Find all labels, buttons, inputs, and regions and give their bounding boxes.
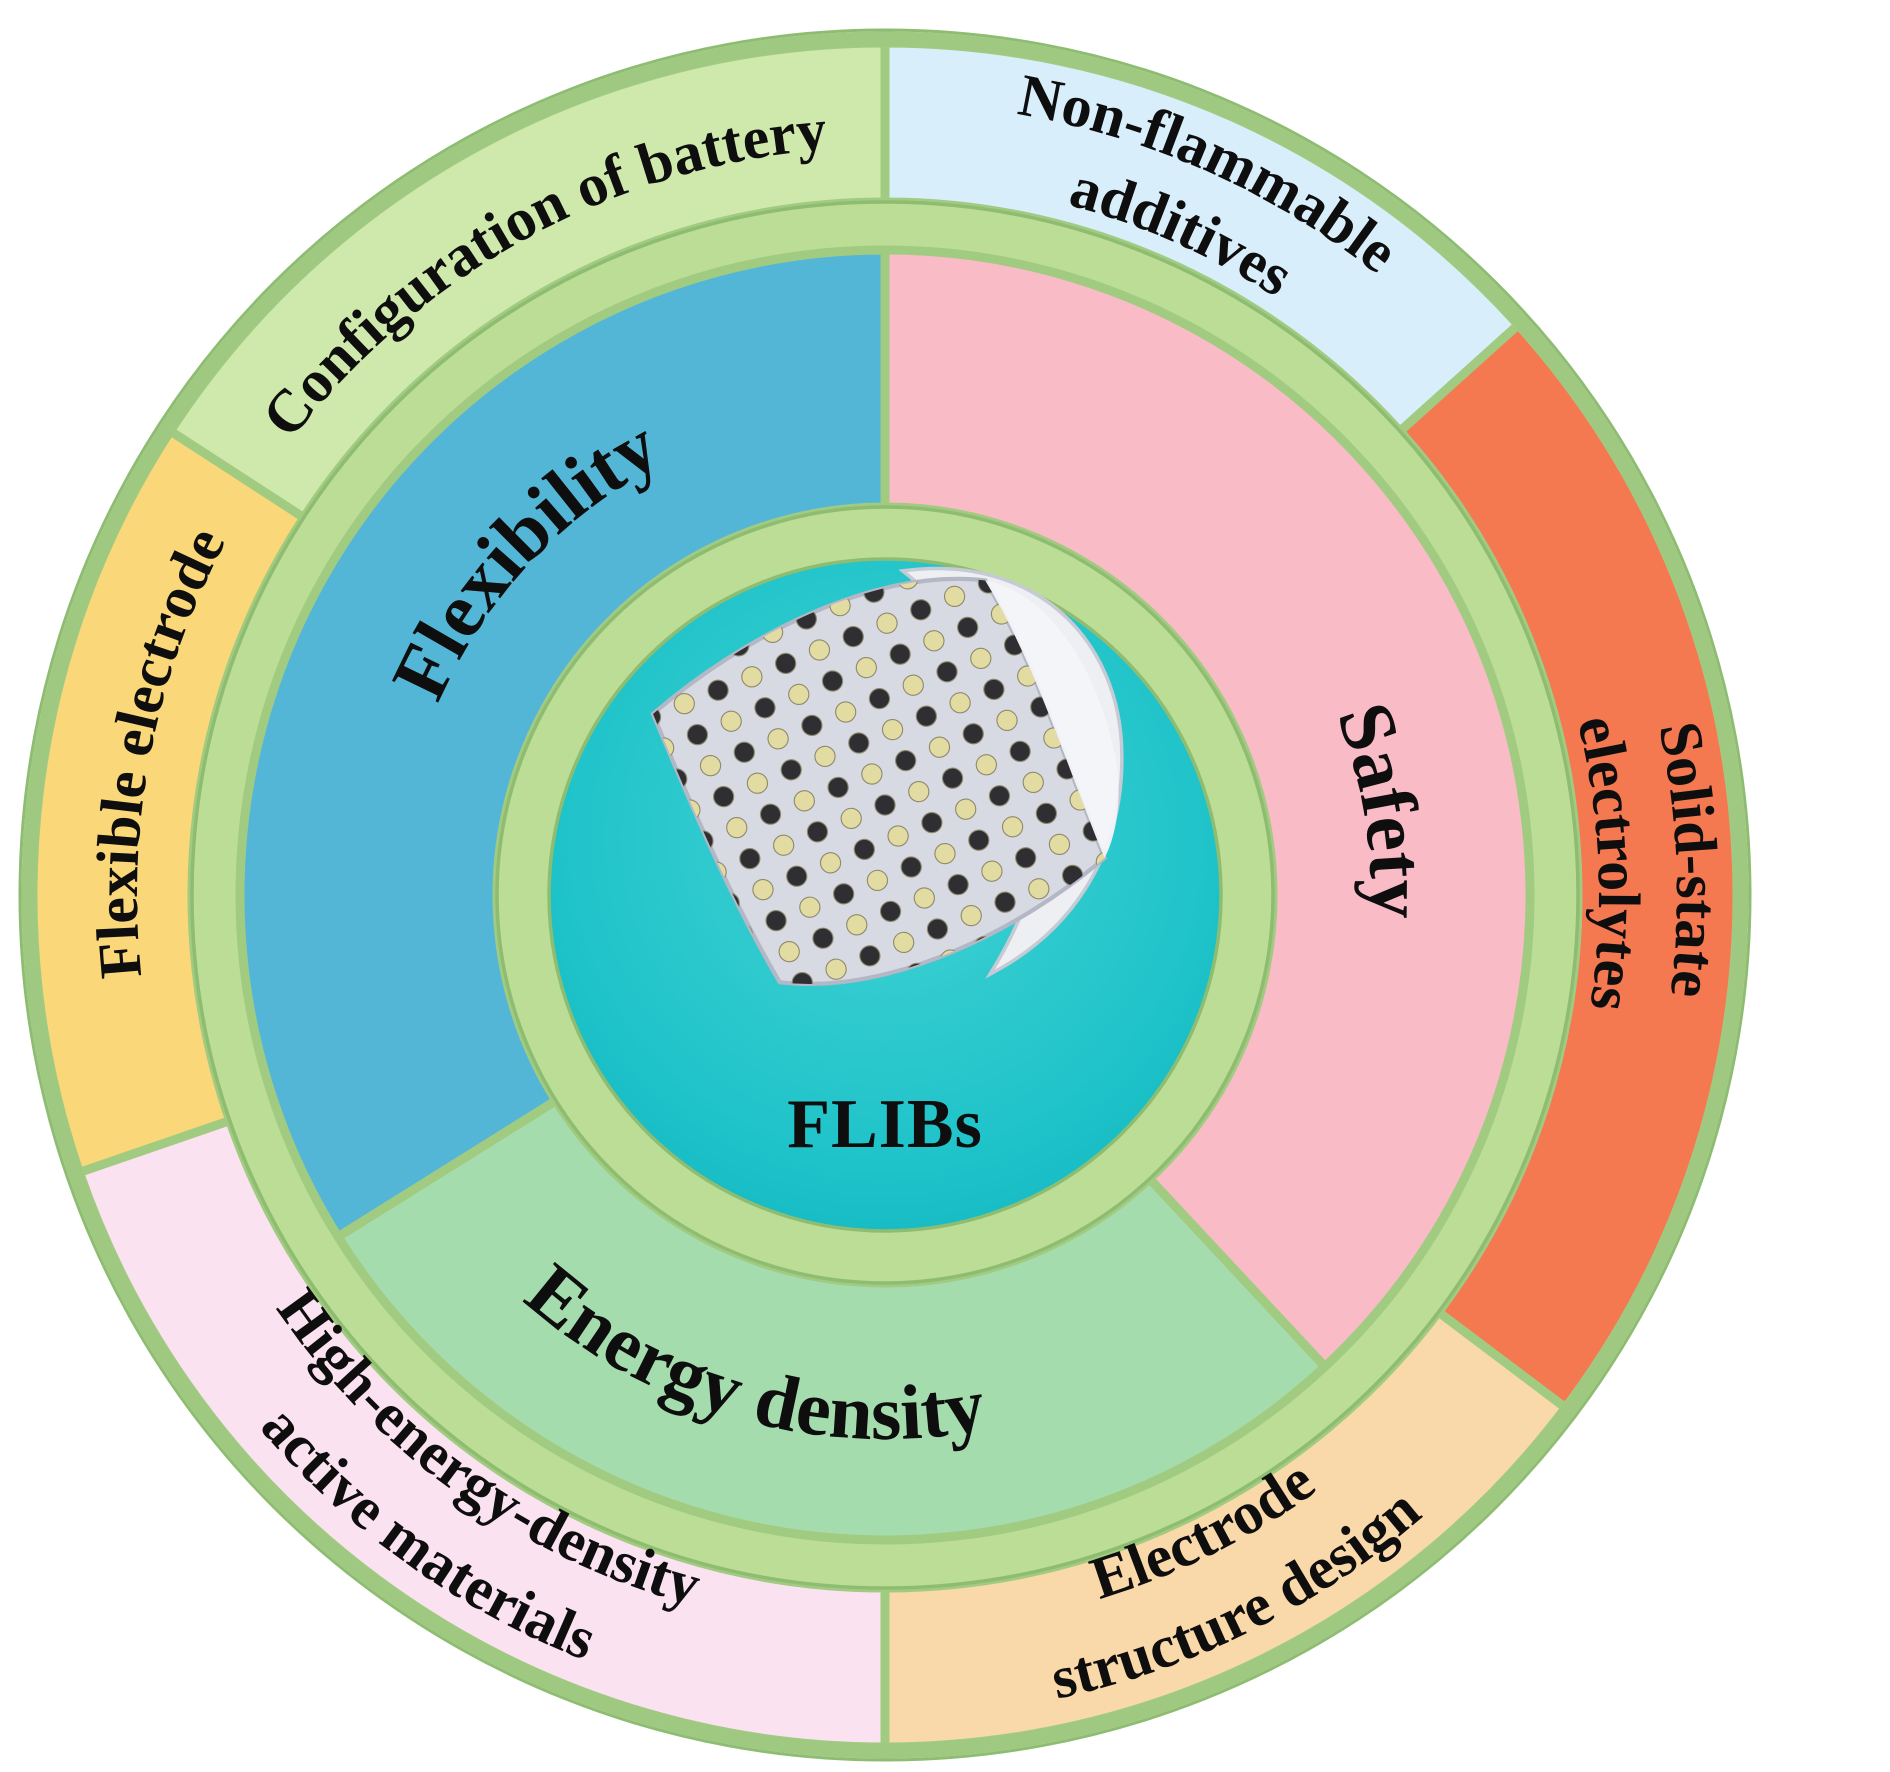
center-ring — [496, 506, 1274, 1284]
outer-inner-gap-ring — [192, 202, 1578, 1588]
outer-rim-edge — [18, 28, 1752, 1762]
gap-ring-outer-edge — [190, 200, 1580, 1590]
center-ring-inner-edge — [547, 557, 1223, 1233]
outer-rim — [21, 31, 1749, 1759]
battery-edge-highlight — [985, 580, 1119, 858]
center-label: FLIBs — [787, 1086, 983, 1163]
center-ring-outer-edge — [495, 505, 1275, 1285]
